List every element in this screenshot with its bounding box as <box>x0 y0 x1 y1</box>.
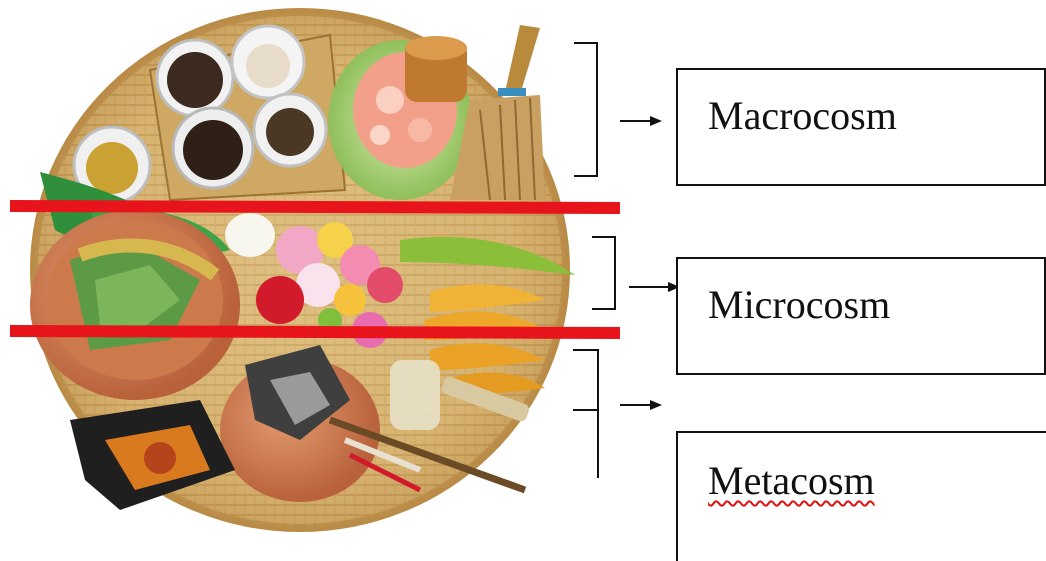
bracket-macro <box>574 43 597 176</box>
arrow-meta <box>620 400 662 410</box>
bracket-meta <box>573 350 598 478</box>
microcosm-label: Microcosm <box>708 285 890 325</box>
arrow-micro <box>629 282 680 292</box>
diagram: Macrocosm Microcosm Metacosm <box>0 0 1046 549</box>
divider-bottom <box>10 331 620 333</box>
microcosm-box: Microcosm <box>676 257 1046 375</box>
clay-bowl <box>30 210 240 400</box>
bracket-micro <box>592 237 615 309</box>
metacosm-box: Metacosm <box>676 431 1046 561</box>
arrow-macro <box>620 116 662 126</box>
macrocosm-box: Macrocosm <box>676 68 1046 186</box>
divider-top <box>10 206 620 208</box>
macrocosm-label: Macrocosm <box>708 96 897 136</box>
metacosm-label: Metacosm <box>708 461 875 501</box>
